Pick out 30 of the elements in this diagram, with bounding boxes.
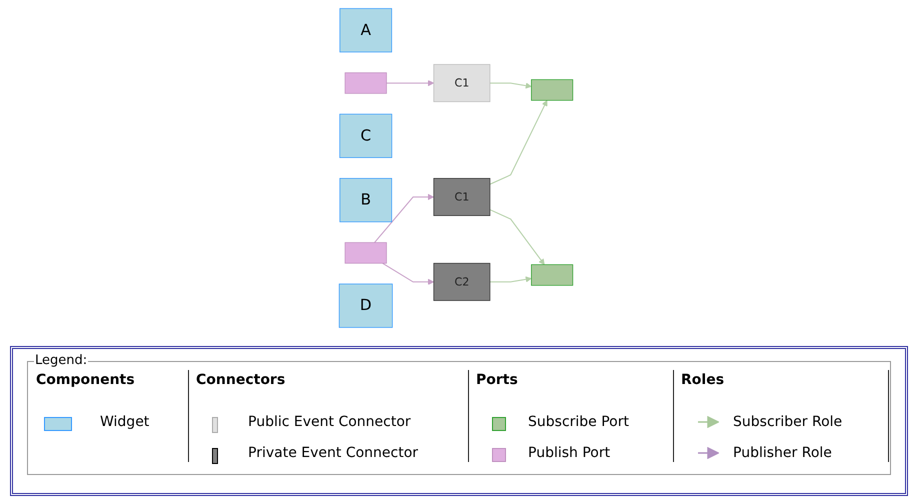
legend-label: Public Event Connector: [248, 414, 411, 430]
column-heading: Components: [36, 372, 135, 388]
column-heading: Ports: [476, 372, 518, 388]
legend-label: Subscriber Role: [733, 414, 842, 430]
node-box: [530, 264, 573, 286]
legend-label: Subscribe Port: [528, 414, 629, 430]
node-box: C1: [432, 64, 490, 102]
node-box: A: [339, 8, 392, 52]
arrow: [386, 80, 434, 86]
arrow: [489, 82, 532, 88]
node-box: [344, 72, 386, 94]
arrow: [489, 208, 544, 264]
legend-label: Widget: [100, 414, 150, 430]
arrow: [489, 100, 547, 184]
arrow: [489, 276, 532, 282]
legend-label: Private Event Connector: [248, 445, 418, 461]
arrow: [374, 193, 434, 242]
node-box: [530, 78, 573, 100]
node-box: D: [338, 283, 392, 328]
arrow: [382, 262, 434, 284]
legend-title: Legend:: [34, 353, 88, 368]
node-box: C1: [432, 178, 490, 216]
node-box: C: [338, 113, 392, 158]
node-box: B: [339, 178, 392, 222]
legend-label: Publisher Role: [733, 445, 832, 461]
column-heading: Roles: [681, 372, 724, 388]
column-heading: Connectors: [196, 372, 286, 388]
legend-label: Publish Port: [528, 445, 610, 461]
node-box: C2: [432, 262, 490, 300]
node-box: [344, 242, 386, 264]
